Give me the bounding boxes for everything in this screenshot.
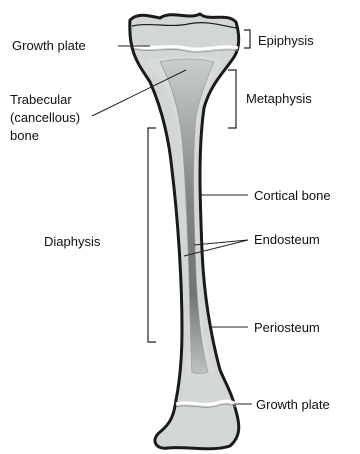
label-cortical-bone: Cortical bone — [254, 188, 331, 203]
label-trabecular-1: Trabecular — [10, 92, 72, 107]
diaphysis-bracket — [148, 128, 156, 342]
label-growth-plate-top: Growth plate — [12, 38, 86, 53]
label-epiphysis: Epiphysis — [258, 33, 314, 48]
epiphysis-bracket — [244, 30, 250, 48]
label-growth-plate-bottom: Growth plate — [256, 397, 330, 412]
label-endosteum: Endosteum — [254, 232, 320, 247]
label-periosteum: Periosteum — [254, 320, 320, 335]
label-trabecular-2: (cancellous) — [10, 110, 80, 125]
label-trabecular-3: bone — [10, 128, 39, 143]
label-diaphysis: Diaphysis — [44, 234, 101, 249]
label-metaphysis: Metaphysis — [246, 91, 312, 106]
metaphysis-bracket — [228, 70, 236, 128]
